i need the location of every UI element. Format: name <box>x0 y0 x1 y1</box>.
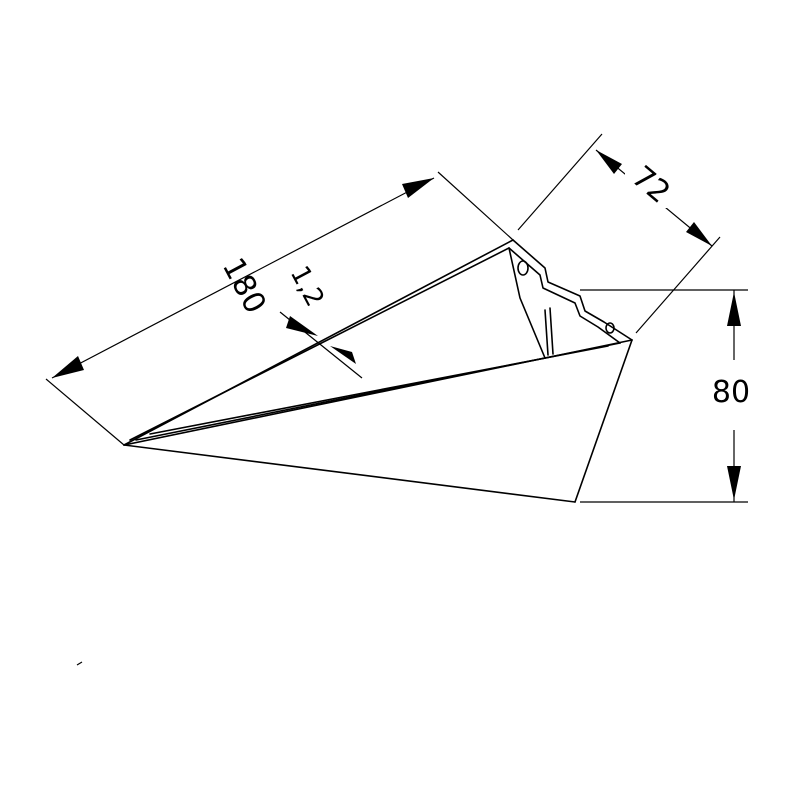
dimension-length: 180 <box>45 171 514 446</box>
dimension-thickness: 1,2 <box>279 261 363 379</box>
dimension-width: 72 <box>517 133 721 334</box>
profile-outline <box>123 239 633 503</box>
dimension-thickness-label: 1,2 <box>284 261 330 312</box>
speck <box>76 661 83 666</box>
dimension-length-label: 180 <box>215 252 273 319</box>
dimension-height: 80 <box>580 289 750 503</box>
dimension-height-label: 80 <box>712 375 750 410</box>
